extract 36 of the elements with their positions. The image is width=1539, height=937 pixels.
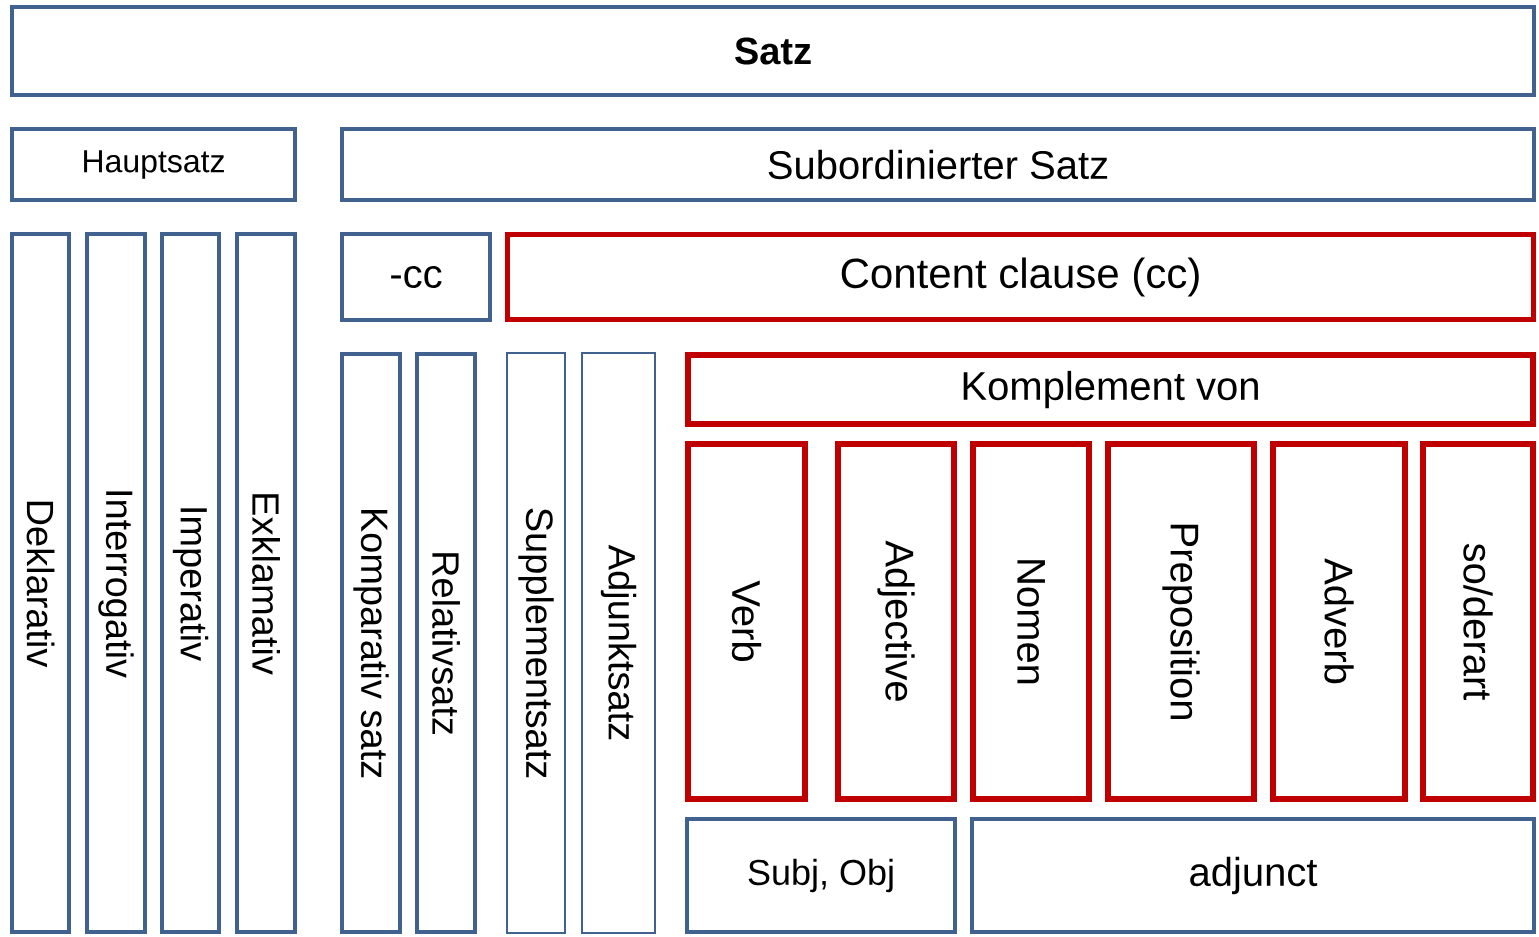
vertical-box bbox=[685, 441, 808, 802]
vertical-box bbox=[415, 352, 477, 934]
label-box: Satz bbox=[10, 5, 1536, 97]
vertical-label: Adverb bbox=[1324, 558, 1354, 684]
label-box: -cc bbox=[340, 232, 492, 322]
vertical-label: Adjective bbox=[877, 540, 915, 701]
label-box: adjunct bbox=[970, 817, 1536, 934]
vertical-label: Exklamativ bbox=[252, 494, 280, 675]
vertical-label: Verb bbox=[731, 580, 762, 661]
vertical-label: Nomen bbox=[1017, 560, 1045, 684]
vertical-box bbox=[1420, 441, 1536, 802]
vertical-label: Interrogativ bbox=[98, 491, 134, 678]
vertical-label: Deklarativ bbox=[26, 501, 55, 668]
vertical-label: Relativsatz bbox=[432, 553, 460, 734]
label-box: Komplement von bbox=[685, 352, 1536, 427]
vertical-box bbox=[235, 232, 297, 934]
vertical-box bbox=[85, 232, 147, 934]
label-box: Subj, Obj bbox=[685, 817, 957, 934]
vertical-box bbox=[581, 352, 656, 934]
vertical-label: Komparativ satz bbox=[353, 509, 389, 778]
vertical-box bbox=[1270, 441, 1408, 802]
label-box: Subordinierter Satz bbox=[340, 127, 1536, 202]
vertical-box bbox=[835, 441, 957, 802]
vertical-box bbox=[970, 441, 1092, 802]
vertical-box bbox=[1105, 441, 1257, 802]
vertical-box bbox=[160, 232, 221, 934]
vertical-box bbox=[10, 232, 71, 934]
vertical-label: Adjunktsatz bbox=[600, 544, 637, 740]
vertical-label: so/derart bbox=[1463, 543, 1493, 701]
vertical-box bbox=[506, 352, 566, 934]
vertical-label: Supplementsatz bbox=[518, 508, 554, 778]
label-box: Hauptsatz bbox=[10, 127, 297, 202]
label-box: Content clause (cc) bbox=[505, 232, 1536, 322]
vertical-box bbox=[340, 352, 402, 934]
vertical-label: Preposition bbox=[1162, 524, 1200, 719]
vertical-label: Imperativ bbox=[172, 508, 209, 661]
